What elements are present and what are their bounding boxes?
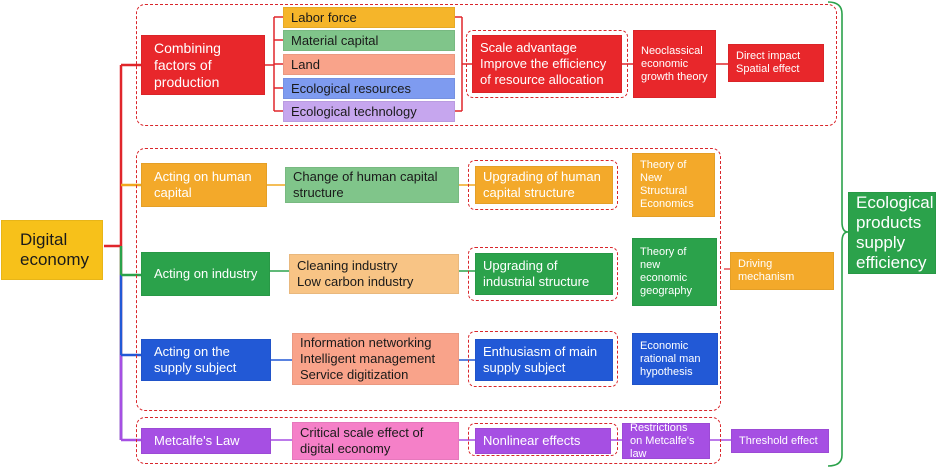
- outcome-label: Ecological products supply efficiency: [856, 193, 934, 272]
- node-industry-label: Acting on industry: [154, 266, 258, 281]
- theory-economic-geography: Theory of new economic geography: [632, 238, 717, 306]
- effect-human-capital-upgrade: Upgrading of human capital structure: [475, 166, 613, 204]
- threshold-effect-label: Threshold effect: [739, 434, 818, 447]
- theory-metcalfe-restrictions: Restrictions on Metcalfe's law: [622, 421, 710, 460]
- effect-outline-1: [466, 30, 628, 98]
- effect-enthusiasm: Enthusiasm of main supply subject: [475, 339, 613, 381]
- theory-economic-geography-label: Theory of new economic geography: [640, 246, 692, 297]
- node-combining-factors-label: Combining factors of production: [154, 39, 221, 90]
- effect-enthusiasm-label: Enthusiasm of main supply subject: [483, 344, 598, 375]
- factor-material-capital-label: Material capital: [291, 32, 379, 48]
- mid-critical-scale-label: Critical scale effect of digital economy: [300, 425, 424, 456]
- effect-outline-4: [468, 331, 618, 387]
- driving-mechanism: Driving mechanism: [730, 252, 834, 290]
- root-label: Digital economy: [20, 230, 89, 269]
- node-metcalfe-label: Metcalfe's Law: [154, 433, 240, 448]
- factor-material-capital: Material capital: [283, 30, 455, 51]
- factor-labor-force-label: Labor force: [291, 9, 357, 25]
- threshold-effect: Threshold effect: [731, 429, 829, 453]
- factor-labor-force: Labor force: [283, 7, 455, 28]
- effect-human-capital-upgrade-label: Upgrading of human capital structure: [483, 169, 601, 200]
- factor-ecological-technology-label: Ecological technology: [291, 103, 417, 119]
- root-node-digital-economy: Digital economy: [1, 220, 103, 280]
- factor-ecological-resources: Ecological resources: [283, 78, 455, 99]
- theory-neoclassical: Neoclassical economic growth theory: [633, 30, 716, 98]
- mid-digitization: Information networking Intelligent manag…: [292, 333, 459, 385]
- mid-digitization-label: Information networking Intelligent manag…: [300, 335, 436, 382]
- node-human-capital-label: Acting on human capital: [154, 169, 252, 200]
- theory-metcalfe-restrictions-label: Restrictions on Metcalfe's law: [630, 421, 695, 460]
- impact-direct-spatial: Direct impact Spatial effect: [728, 44, 824, 82]
- factor-ecological-technology: Ecological technology: [283, 101, 455, 122]
- group-mechanisms-outline: [136, 148, 721, 411]
- node-supply-subject: Acting on the supply subject: [141, 339, 271, 381]
- theory-new-structural: Theory of New Structural Economics: [632, 153, 715, 217]
- node-human-capital: Acting on human capital: [141, 163, 267, 207]
- mid-human-capital-structure-label: Change of human capital structure: [293, 169, 438, 200]
- theory-rational-man-label: Economic rational man hypothesis: [640, 339, 701, 378]
- effect-nonlinear-label: Nonlinear effects: [483, 433, 581, 448]
- driving-mechanism-label: Driving mechanism: [738, 258, 795, 283]
- factor-land: Land: [283, 54, 455, 75]
- factor-land-label: Land: [291, 56, 320, 72]
- group-metcalfe-outline: [136, 417, 721, 464]
- effect-scale-advantage-label: Scale advantage Improve the efficiency o…: [480, 40, 607, 87]
- effect-scale-advantage: Scale advantage Improve the efficiency o…: [472, 35, 622, 93]
- impact-direct-spatial-label: Direct impact Spatial effect: [736, 50, 801, 75]
- effect-nonlinear: Nonlinear effects: [475, 428, 611, 454]
- theory-new-structural-label: Theory of New Structural Economics: [640, 159, 694, 210]
- theory-neoclassical-label: Neoclassical economic growth theory: [641, 44, 708, 83]
- effect-outline-5: [468, 423, 618, 456]
- factor-ecological-resources-label: Ecological resources: [291, 80, 411, 96]
- node-industry: Acting on industry: [141, 252, 270, 296]
- node-metcalfe: Metcalfe's Law: [141, 428, 271, 454]
- theory-rational-man: Economic rational man hypothesis: [632, 333, 718, 385]
- mid-clean-low-carbon: Cleaning industry Low carbon industry: [289, 254, 459, 294]
- effect-outline-2: [468, 160, 618, 210]
- effect-outline-3: [468, 247, 618, 301]
- mid-human-capital-structure: Change of human capital structure: [285, 167, 459, 203]
- mid-critical-scale: Critical scale effect of digital economy: [292, 422, 459, 460]
- mid-clean-low-carbon-label: Cleaning industry Low carbon industry: [297, 258, 414, 289]
- node-combining-factors: Combining factors of production: [141, 35, 265, 95]
- effect-industrial-upgrade: Upgrading of industrial structure: [475, 253, 613, 295]
- outcome-node: Ecological products supply efficiency: [848, 192, 936, 274]
- effect-industrial-upgrade-label: Upgrading of industrial structure: [483, 258, 590, 289]
- node-supply-subject-label: Acting on the supply subject: [154, 344, 237, 375]
- group-factors-outline: [136, 4, 837, 126]
